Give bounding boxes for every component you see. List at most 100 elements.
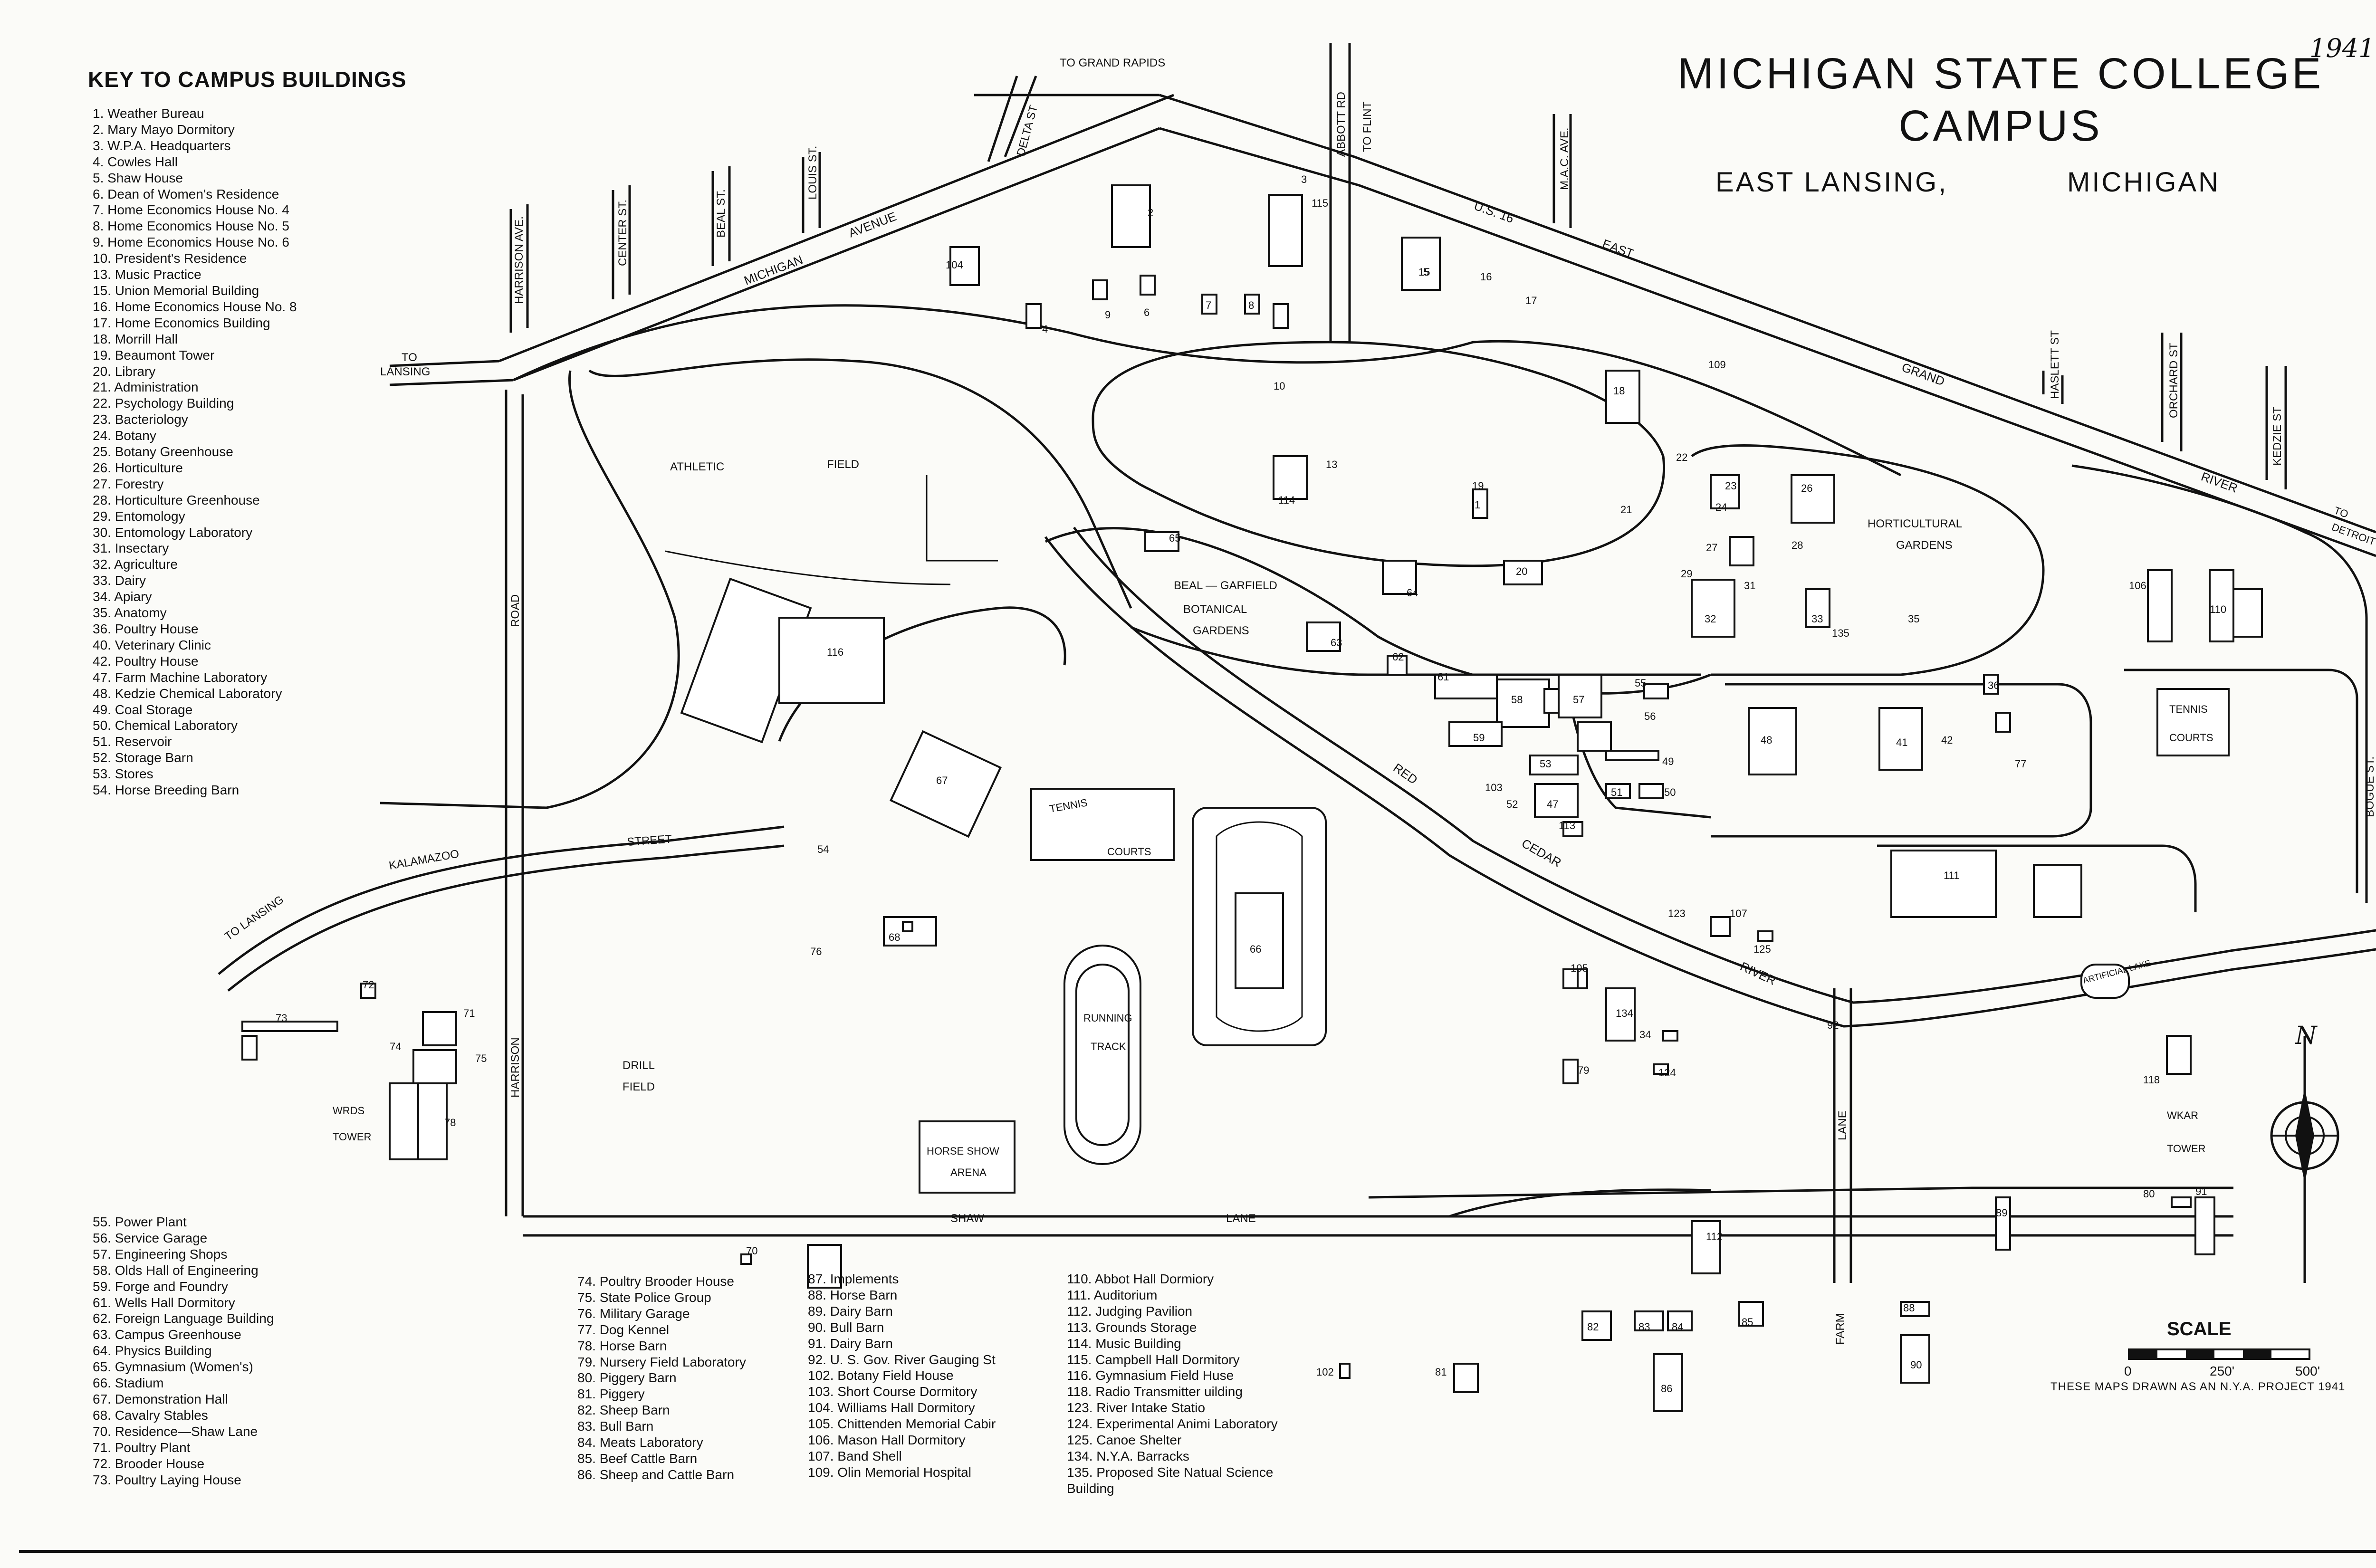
- label-farm: FARM: [1834, 1313, 1847, 1345]
- key-entry: 68. Cavalry Stables: [93, 1407, 208, 1423]
- key-entry: 47. Farm Machine Laboratory: [93, 669, 268, 685]
- key-entry: 83. Bull Barn: [577, 1419, 654, 1434]
- key-entry: 2. Mary Mayo Dormitory: [93, 122, 235, 137]
- stadium: [1192, 807, 1327, 1046]
- scale-label-250: 250': [2210, 1364, 2235, 1378]
- key-entry: 107. Band Shell: [808, 1448, 902, 1463]
- bldg-num: 4: [1042, 323, 1048, 335]
- key-title: KEY TO CAMPUS BUILDINGS: [88, 67, 407, 92]
- subtitle-state: MICHIGAN: [2067, 167, 2220, 198]
- bldg-num: 16: [1480, 271, 1492, 283]
- michigan-avenue: [389, 94, 1174, 386]
- key-entry: 26. Horticulture: [93, 460, 183, 475]
- label-orchard-st: ORCHARD ST: [2167, 343, 2180, 418]
- bldg-num: 113: [1559, 820, 1575, 832]
- key-entry: 9. Home Economics House No. 6: [93, 235, 289, 250]
- key-entry: 81. Piggery: [577, 1386, 645, 1402]
- key-entry: 80. Piggery Barn: [577, 1370, 677, 1386]
- key-entry: 42. Poultry House: [93, 653, 199, 669]
- key-entry: 78. Horse Barn: [577, 1338, 667, 1353]
- harrison-road: [505, 390, 524, 1216]
- map-title: MICHIGAN STATE COLLEGE CAMPUS: [1644, 48, 2357, 152]
- label-to-grand-rapids: TO GRAND RAPIDS: [1060, 57, 1165, 69]
- key-entry: 54. Horse Breeding Barn: [93, 783, 240, 798]
- athletic-field-boundary: [380, 358, 1132, 809]
- key-entry: 1. Weather Bureau: [93, 106, 204, 121]
- key-entry: 76. Military Garage: [577, 1306, 690, 1321]
- kalamazoo-street: [218, 825, 785, 992]
- bldg-num: 54: [817, 843, 829, 855]
- bldg-num: 50: [1664, 786, 1676, 798]
- bldg-num: 61: [1437, 671, 1449, 683]
- scale-bar: [2128, 1348, 2310, 1360]
- buildings: [241, 184, 2263, 1412]
- key-entry: Building: [1067, 1481, 1114, 1496]
- bldg-num: 115: [1312, 197, 1328, 209]
- label-athletic: ATHLETIC: [670, 460, 724, 473]
- key-entry: 35. Anatomy: [93, 605, 167, 621]
- bldg-num: 74: [390, 1041, 401, 1052]
- bldg-num: 114: [1278, 494, 1295, 506]
- label-river-road: RIVER: [2199, 469, 2240, 495]
- bldg-num: 110: [2210, 603, 2226, 615]
- key-entry: 13. Music Practice: [93, 267, 201, 282]
- bldg-num: 91: [2195, 1186, 2207, 1197]
- key-entry: 23. Bacteriology: [93, 412, 188, 427]
- label-street: STREET: [627, 832, 673, 849]
- key-entry: 75. State Police Group: [577, 1290, 711, 1305]
- key-entry: 67. Demonstration Hall: [93, 1391, 228, 1406]
- north-streets: [509, 43, 2287, 489]
- bldg-num: 65: [1169, 532, 1180, 544]
- label-beal-garfield-3: GARDENS: [1193, 624, 1249, 637]
- label-track: TRACK: [1091, 1041, 1126, 1052]
- label-bogue-st: BOGUE ST.: [2364, 756, 2376, 817]
- key-entry: 4. Cowles Hall: [93, 154, 178, 169]
- bldg-num: 111: [1944, 870, 1959, 881]
- label-road: ROAD: [509, 594, 522, 627]
- key-entry: 123. River Intake Statio: [1067, 1400, 1206, 1415]
- bldg-num: 27: [1706, 542, 1717, 554]
- key-entry: 112. Judging Pavilion: [1067, 1303, 1193, 1319]
- label-courts-2: COURTS: [2169, 732, 2213, 744]
- bldg-num: 112: [1706, 1231, 1723, 1243]
- compass-rose: [2270, 1036, 2339, 1283]
- bldg-num: 36: [1988, 679, 1999, 691]
- key-entry: 82. Sheep Barn: [577, 1403, 670, 1418]
- key-entry: 90. Bull Barn: [808, 1319, 884, 1335]
- bldg-num: 67: [936, 774, 948, 786]
- bldg-num: 58: [1511, 694, 1523, 706]
- campus-drives: [512, 304, 2368, 912]
- key-entry: 64. Physics Building: [93, 1343, 212, 1358]
- key-entry: 63. Campus Greenhouse: [93, 1327, 241, 1342]
- bldg-num: 6: [1144, 306, 1150, 318]
- red-cedar-river: [1044, 526, 2376, 1028]
- shaw-lane: [523, 1186, 2233, 1237]
- key-entry: 105. Chittenden Memorial Cabir: [808, 1416, 996, 1432]
- label-beal-st: BEAL ST.: [715, 189, 728, 238]
- bldg-num: 118: [2143, 1074, 2160, 1086]
- subtitle-city: EAST LANSING,: [1715, 167, 1948, 198]
- bldg-num: 31: [1744, 580, 1755, 592]
- key-entry: 28. Horticulture Greenhouse: [93, 492, 260, 507]
- key-entry: 110. Abbot Hall Dormiory: [1067, 1272, 1214, 1286]
- label-harrison: HARRISON: [509, 1037, 522, 1098]
- key-entry: 50. Chemical Laboratory: [93, 718, 238, 733]
- bldg-num: 63: [1331, 637, 1342, 649]
- label-east: EAST: [1600, 236, 1636, 260]
- key-entry: 10. President's Residence: [93, 251, 247, 266]
- bldg-num: 57: [1573, 694, 1584, 706]
- handwritten-year: 1941: [2309, 33, 2375, 63]
- bldg-num: 81: [1435, 1366, 1447, 1378]
- horse-show-arena: [919, 1120, 1016, 1194]
- bldg-num: 13: [1326, 459, 1337, 470]
- label-arena: ARENA: [950, 1166, 987, 1178]
- label-courts-1: COURTS: [1107, 846, 1151, 858]
- label-drill-field: FIELD: [623, 1080, 655, 1093]
- bldg-num: 76: [810, 946, 822, 957]
- bldg-num: 102: [1316, 1366, 1334, 1378]
- key-entry: 65. Gymnasium (Women's): [93, 1359, 253, 1375]
- key-entry: 27. Forestry: [93, 476, 164, 491]
